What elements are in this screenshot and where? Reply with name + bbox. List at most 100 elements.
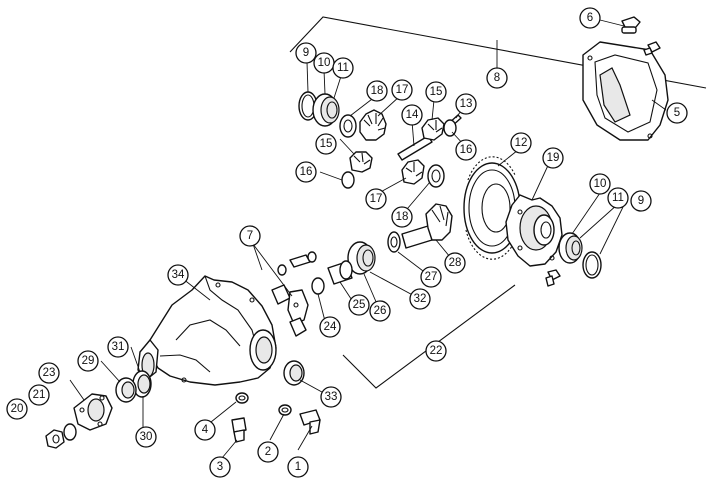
callout-25: 25 bbox=[348, 294, 370, 316]
flange-washer bbox=[63, 423, 77, 441]
callout-28: 28 bbox=[444, 252, 466, 274]
pinion-shim bbox=[387, 231, 401, 253]
pinion-bearing-rear bbox=[347, 241, 376, 275]
callout-label-18-upper: 18 bbox=[371, 85, 384, 97]
callout-24: 24 bbox=[319, 316, 341, 338]
callout-19: 19 bbox=[542, 147, 564, 169]
callout-label-12: 12 bbox=[515, 137, 528, 149]
callout-8: 8 bbox=[486, 67, 508, 89]
callout-label-16-left: 16 bbox=[300, 166, 313, 178]
side-gear-upper bbox=[359, 109, 387, 141]
callout-6: 6 bbox=[579, 7, 601, 29]
breather-vent bbox=[621, 16, 641, 34]
callout-label-27: 27 bbox=[425, 271, 438, 283]
cover-bolt bbox=[643, 41, 661, 56]
ring-gear-bolt bbox=[545, 269, 561, 287]
drain-plug-washer bbox=[278, 404, 292, 416]
callout-label-30: 30 bbox=[140, 431, 153, 443]
callout-label-13: 13 bbox=[460, 98, 473, 110]
flange-nut bbox=[45, 429, 65, 449]
callout-label-17-upper: 17 bbox=[396, 84, 409, 96]
callout-label-31: 31 bbox=[112, 341, 125, 353]
callout-11-lower: 11 bbox=[607, 187, 629, 209]
callout-2: 2 bbox=[257, 441, 279, 463]
callout-27: 27 bbox=[420, 266, 442, 288]
callout-label-18-lower: 18 bbox=[396, 211, 409, 223]
callout-15-upper: 15 bbox=[425, 81, 447, 103]
callout-label-19: 19 bbox=[547, 152, 560, 164]
mounting-bracket bbox=[271, 284, 309, 337]
callout-label-24: 24 bbox=[324, 321, 337, 333]
callout-33: 33 bbox=[320, 386, 342, 408]
pinion-gear-upper bbox=[421, 117, 445, 141]
callout-20: 20 bbox=[6, 398, 28, 420]
callout-30: 30 bbox=[135, 426, 157, 448]
rear-cover bbox=[582, 41, 669, 141]
filler-plug bbox=[231, 417, 247, 443]
callout-label-5: 5 bbox=[674, 107, 680, 119]
callout-label-15-lower: 15 bbox=[320, 138, 333, 150]
group-bracket-22 bbox=[342, 284, 516, 389]
callout-21: 21 bbox=[28, 384, 50, 406]
callout-label-17-lower: 17 bbox=[370, 193, 383, 205]
callout-label-1: 1 bbox=[295, 461, 301, 473]
drive-pinion bbox=[401, 203, 453, 249]
bracket-washer bbox=[277, 264, 287, 276]
callout-label-9-lower: 9 bbox=[638, 195, 644, 207]
callout-label-11-lower: 11 bbox=[612, 192, 624, 204]
callout-label-10-upper: 10 bbox=[318, 57, 331, 69]
side-gear-lower bbox=[401, 159, 425, 185]
callout-label-7: 7 bbox=[247, 230, 253, 242]
callout-4: 4 bbox=[194, 419, 216, 441]
callout-10-upper: 10 bbox=[313, 52, 335, 74]
callout-32: 32 bbox=[409, 288, 431, 310]
callout-15-lower: 15 bbox=[315, 133, 337, 155]
callout-16-left: 16 bbox=[295, 161, 317, 183]
callout-label-16-right: 16 bbox=[460, 144, 473, 156]
callout-16-right: 16 bbox=[455, 139, 477, 161]
side-bearing-right bbox=[558, 232, 583, 264]
callout-9-upper: 9 bbox=[295, 42, 317, 64]
callout-label-3: 3 bbox=[217, 461, 223, 473]
callout-1: 1 bbox=[287, 456, 309, 478]
callout-label-33: 33 bbox=[325, 391, 338, 403]
callout-26: 26 bbox=[369, 300, 391, 322]
callout-12: 12 bbox=[510, 132, 532, 154]
callout-13: 13 bbox=[455, 93, 477, 115]
callout-label-11-upper: 11 bbox=[337, 62, 349, 74]
callout-31: 31 bbox=[107, 336, 129, 358]
collapsible-spacer bbox=[327, 260, 353, 285]
callout-23: 23 bbox=[38, 362, 60, 384]
callout-14: 14 bbox=[401, 104, 423, 126]
callout-17-upper: 17 bbox=[391, 79, 413, 101]
callout-29: 29 bbox=[77, 350, 99, 372]
thrust-washer-upper bbox=[339, 114, 357, 138]
spacer-washer bbox=[311, 277, 325, 295]
callout-label-21: 21 bbox=[33, 389, 46, 401]
callout-label-14: 14 bbox=[406, 109, 419, 121]
pinion-shaft bbox=[397, 135, 433, 161]
callout-34: 34 bbox=[167, 264, 189, 286]
callout-label-15-upper: 15 bbox=[430, 86, 443, 98]
callout-10-lower: 10 bbox=[589, 173, 611, 195]
callout-11-upper: 11 bbox=[332, 57, 354, 79]
differential-case bbox=[505, 194, 563, 267]
group-bracket-8 bbox=[289, 16, 707, 89]
callout-label-22: 22 bbox=[430, 345, 443, 357]
callout-label-6: 6 bbox=[587, 12, 593, 24]
callout-label-32: 32 bbox=[414, 293, 427, 305]
companion-flange bbox=[73, 393, 113, 431]
thrust-washer-lower bbox=[427, 164, 445, 188]
callout-18-lower: 18 bbox=[391, 206, 413, 228]
callout-7: 7 bbox=[239, 225, 261, 247]
callout-label-20: 20 bbox=[11, 403, 24, 415]
callout-label-34: 34 bbox=[172, 269, 185, 281]
pinion-gear-lower bbox=[349, 151, 373, 173]
callout-18-upper: 18 bbox=[366, 80, 388, 102]
callout-label-23: 23 bbox=[43, 367, 56, 379]
callout-3: 3 bbox=[209, 456, 231, 478]
callout-label-25: 25 bbox=[353, 299, 366, 311]
callout-label-10-lower: 10 bbox=[594, 178, 607, 190]
rear-oil-seal bbox=[283, 360, 305, 386]
